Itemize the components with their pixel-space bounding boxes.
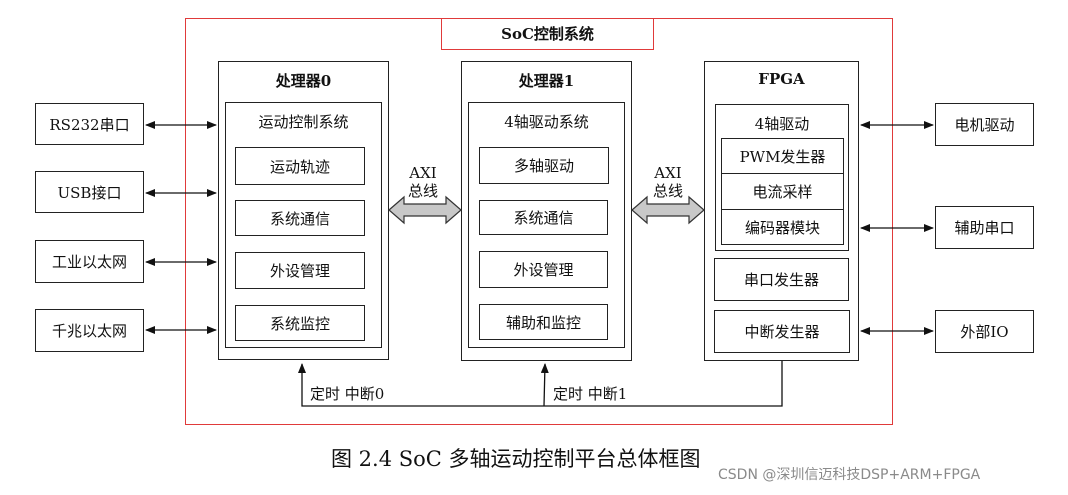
processor0-module: 系统通信 bbox=[235, 200, 365, 236]
external-gigabit-ethernet-label: 千兆以太网 bbox=[51, 322, 127, 340]
processor0-module: 外设管理 bbox=[235, 252, 365, 289]
fpga-uart-generator: 串口发生器 bbox=[714, 258, 849, 301]
external-io-label: 外部IO bbox=[960, 323, 1009, 341]
processor1-module-label: 多轴驱动 bbox=[513, 157, 574, 175]
timer-interrupt-1-label: 定时 中断1 bbox=[553, 385, 628, 403]
external-industrial-ethernet-label: 工业以太网 bbox=[51, 253, 127, 271]
processor0-title: 处理器0 bbox=[275, 72, 332, 90]
external-rs232: RS232串口 bbox=[35, 103, 144, 145]
processor0-module-label: 运动轨迹 bbox=[269, 157, 330, 176]
processor1-subsystem-title: 4轴驱动系统 bbox=[504, 113, 589, 131]
processor1-module-label: 辅助和监控 bbox=[505, 313, 581, 332]
external-io: 外部IO bbox=[935, 310, 1034, 353]
axi-bus-label-1: AXI 总线 bbox=[638, 164, 698, 200]
processor0-block: 处理器0 运动控制系统 运动轨迹 系统通信 外设管理 系统监控 bbox=[218, 61, 389, 360]
fpga-interrupt-generator-label: 中断发生器 bbox=[744, 323, 820, 341]
external-rs232-label: RS232串口 bbox=[49, 115, 130, 134]
processor0-module-label: 外设管理 bbox=[269, 262, 330, 280]
external-usb: USB接口 bbox=[35, 171, 144, 213]
external-industrial-ethernet: 工业以太网 bbox=[35, 240, 144, 283]
processor0-subsystem-title: 运动控制系统 bbox=[258, 113, 349, 131]
fpga-block: FPGA 4轴驱动 PWM发生器 电流采样 编码器模块 串口发生器 中断发生器 bbox=[704, 61, 859, 361]
processor1-module-label: 外设管理 bbox=[513, 261, 574, 279]
processor1-subsystem: 4轴驱动系统 多轴驱动 系统通信 外设管理 辅助和监控 bbox=[468, 102, 625, 348]
timer-interrupt-0-label: 定时 中断0 bbox=[310, 385, 385, 403]
axi-bus-label-1-line2: 总线 bbox=[652, 182, 683, 200]
external-motor-driver: 电机驱动 bbox=[935, 103, 1034, 146]
fpga-title: FPGA bbox=[758, 70, 805, 88]
axi-bus-label-1-line1: AXI bbox=[654, 164, 682, 182]
processor1-module: 外设管理 bbox=[479, 251, 608, 288]
fpga-drive-module-label: PWM发生器 bbox=[739, 147, 826, 166]
processor1-module: 系统通信 bbox=[479, 200, 608, 235]
processor1-module: 多轴驱动 bbox=[479, 147, 609, 184]
processor1-title: 处理器1 bbox=[518, 72, 575, 90]
csdn-watermark: CSDN @深圳信迈科技DSP+ARM+FPGA bbox=[718, 467, 981, 483]
figure-caption: 图 2.4 SoC 多轴运动控制平台总体框图 bbox=[331, 447, 701, 471]
axi-bus-label-0-line2: 总线 bbox=[407, 182, 438, 200]
fpga-drive-module: 编码器模块 bbox=[721, 209, 844, 245]
processor0-module-label: 系统监控 bbox=[269, 314, 330, 333]
processor1-module-label: 系统通信 bbox=[513, 209, 574, 227]
axi-bus-label-0-line1: AXI bbox=[409, 164, 437, 182]
fpga-uart-generator-label: 串口发生器 bbox=[743, 271, 819, 289]
external-motor-driver-label: 电机驱动 bbox=[954, 116, 1015, 134]
soc-system-title: SoC控制系统 bbox=[441, 18, 654, 50]
axi-bus-label-0: AXI 总线 bbox=[393, 164, 453, 200]
external-usb-label: USB接口 bbox=[57, 183, 122, 202]
external-aux-serial-label: 辅助串口 bbox=[954, 219, 1015, 237]
fpga-drive-module-label: 电流采样 bbox=[752, 183, 813, 201]
soc-system-title-text: SoC控制系统 bbox=[501, 25, 594, 43]
external-gigabit-ethernet: 千兆以太网 bbox=[35, 309, 144, 352]
fpga-drive-module: 电流采样 bbox=[721, 173, 844, 210]
processor1-block: 处理器1 4轴驱动系统 多轴驱动 系统通信 外设管理 辅助和监控 bbox=[461, 61, 632, 361]
fpga-drive-group: 4轴驱动 PWM发生器 电流采样 编码器模块 bbox=[715, 104, 849, 251]
processor0-subsystem: 运动控制系统 运动轨迹 系统通信 外设管理 系统监控 bbox=[225, 102, 382, 348]
fpga-drive-module-label: 编码器模块 bbox=[744, 218, 820, 237]
fpga-drive-group-title: 4轴驱动 bbox=[754, 115, 810, 133]
processor0-module: 运动轨迹 bbox=[235, 147, 365, 185]
external-aux-serial: 辅助串口 bbox=[935, 206, 1034, 249]
fpga-interrupt-generator: 中断发生器 bbox=[714, 310, 850, 353]
fpga-drive-module: PWM发生器 bbox=[721, 138, 844, 174]
processor1-module: 辅助和监控 bbox=[479, 304, 608, 340]
processor0-module: 系统监控 bbox=[235, 305, 365, 341]
processor0-module-label: 系统通信 bbox=[269, 209, 330, 228]
